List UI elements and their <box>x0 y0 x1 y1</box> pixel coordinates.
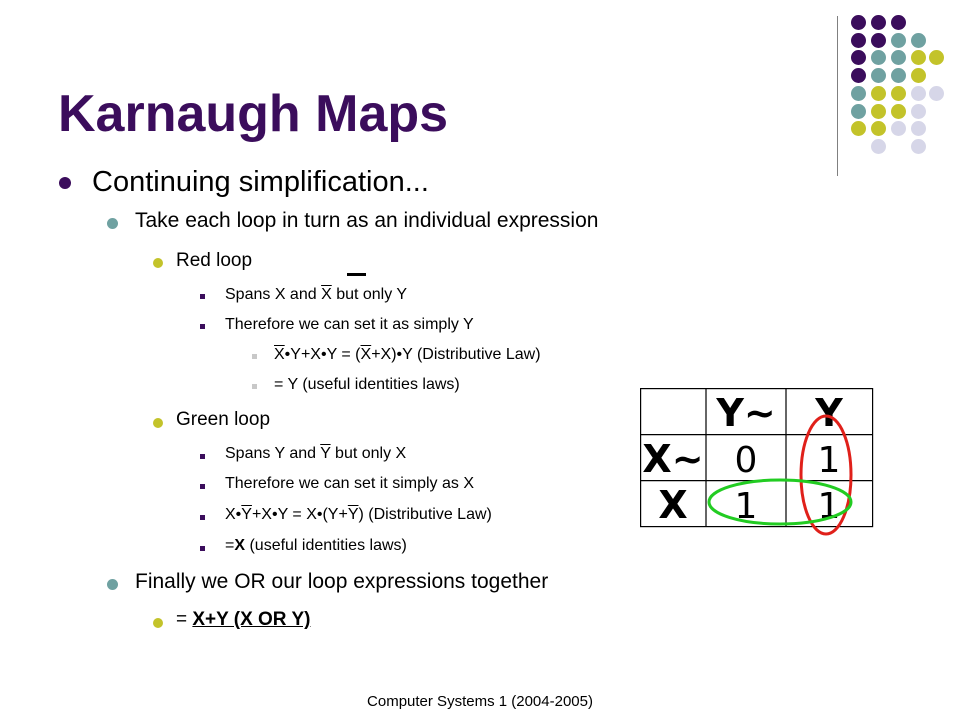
green-eq-mid: +X•Y = X•(Y+ <box>251 506 348 523</box>
col-header-y: Y <box>814 391 843 435</box>
green-spans-b: but only X <box>330 445 407 462</box>
green-spans-a: Spans Y and <box>225 445 321 462</box>
dot <box>911 104 926 119</box>
dot <box>891 50 906 65</box>
dot <box>871 33 886 48</box>
cell-xnot-y: 1 <box>818 440 841 481</box>
bullet-level3 <box>153 258 163 268</box>
dot <box>851 33 866 48</box>
bullet-level2 <box>107 579 118 590</box>
dot <box>871 50 886 65</box>
dot <box>871 139 886 154</box>
result-prefix: = <box>176 609 193 630</box>
green-eq-end: ) (Distributive Law) <box>358 506 492 523</box>
dot <box>929 50 944 65</box>
dot <box>911 86 926 101</box>
red-eq-mid: •Y+X•Y = ( <box>284 346 361 363</box>
col-header-ynot: Y~ <box>715 391 775 435</box>
red-spans-b: but only Y <box>331 286 408 303</box>
dot <box>871 104 886 119</box>
text-finally: Finally we OR our loop expressions toget… <box>135 570 549 593</box>
karnaugh-map: Y~ Y X~ X 0 1 1 1 <box>640 388 874 536</box>
bullet-level4 <box>200 454 205 459</box>
text-take-each-loop: Take each loop in turn as an individual … <box>135 209 599 232</box>
bullet-level5 <box>252 384 257 389</box>
dot <box>871 68 886 83</box>
bullet-level3 <box>153 618 163 628</box>
green-equation: X•Y+X•Y = X•(Y+Y) (Distributive Law) <box>225 506 492 524</box>
red-eq-bar1: X <box>274 346 285 363</box>
dot <box>929 86 944 101</box>
bullet-level4 <box>200 324 205 329</box>
green-eq-bar1: Y <box>241 506 252 523</box>
bullet-level4 <box>200 515 205 520</box>
slide-title: Karnaugh Maps <box>58 85 449 143</box>
dot <box>911 68 926 83</box>
dot <box>891 15 906 30</box>
green-eq2-prefix: = <box>225 537 235 554</box>
dot <box>871 121 886 136</box>
green-eq2-bold: X <box>234 537 246 554</box>
bullet-level4 <box>200 484 205 489</box>
dot <box>911 50 926 65</box>
overbar-mark <box>347 273 366 276</box>
bullet-level1 <box>59 177 71 189</box>
dot <box>851 104 866 119</box>
red-equation2: = Y (useful identities laws) <box>274 376 460 393</box>
dot <box>891 121 906 136</box>
red-spans-bar: X <box>321 286 332 303</box>
decorative-dot-grid <box>0 0 960 160</box>
row-header-xnot: X~ <box>642 437 703 481</box>
dot <box>851 50 866 65</box>
dot <box>911 121 926 136</box>
green-eq-bar2: Y <box>347 506 359 523</box>
red-eq-end: +X)•Y (Distributive Law) <box>371 346 541 363</box>
dot <box>911 33 926 48</box>
red-loop <box>799 414 853 536</box>
result-line: = X+Y (X OR Y) <box>176 609 310 631</box>
divider-line <box>837 16 838 176</box>
bullet-level2 <box>107 218 118 229</box>
row-header-x: X <box>658 483 687 527</box>
green-eq2-suffix: (useful identities laws) <box>245 537 407 554</box>
red-therefore: Therefore we can set it as simply Y <box>225 316 474 333</box>
heading-continuing: Continuing simplification... <box>92 166 429 198</box>
dot <box>871 86 886 101</box>
dot <box>851 68 866 83</box>
green-loop <box>707 478 853 526</box>
dot <box>891 86 906 101</box>
red-eq-bar2: X <box>360 346 372 363</box>
green-eq-a: X• <box>225 506 242 523</box>
cell-xnot-ynot: 0 <box>735 440 758 481</box>
green-loop-heading: Green loop <box>176 409 271 430</box>
green-spans-line: Spans Y and Y but only X <box>225 445 406 463</box>
dot <box>891 104 906 119</box>
bullet-level4 <box>200 294 205 299</box>
green-therefore: Therefore we can set it simply as X <box>225 475 474 492</box>
dot <box>911 139 926 154</box>
dot <box>891 33 906 48</box>
dot <box>851 121 866 136</box>
bullet-level3 <box>153 418 163 428</box>
bullet-level4 <box>200 546 205 551</box>
green-equation2: =X (useful identities laws) <box>225 537 407 555</box>
bullet-level5 <box>252 354 257 359</box>
red-spans-line: Spans X and X but only Y <box>225 286 407 304</box>
green-spans-bar: Y <box>320 445 331 462</box>
result-expression: X+Y (X OR Y) <box>192 609 311 630</box>
red-spans-a: Spans X and <box>225 286 322 303</box>
cell-x-ynot: 1 <box>735 486 758 527</box>
dot <box>851 86 866 101</box>
slide-footer: Computer Systems 1 (2004-2005) <box>367 693 593 710</box>
red-equation: X•Y+X•Y = (X+X)•Y (Distributive Law) <box>274 346 541 364</box>
dot <box>891 68 906 83</box>
red-loop-heading: Red loop <box>176 250 253 271</box>
dot <box>871 15 886 30</box>
dot <box>851 15 866 30</box>
